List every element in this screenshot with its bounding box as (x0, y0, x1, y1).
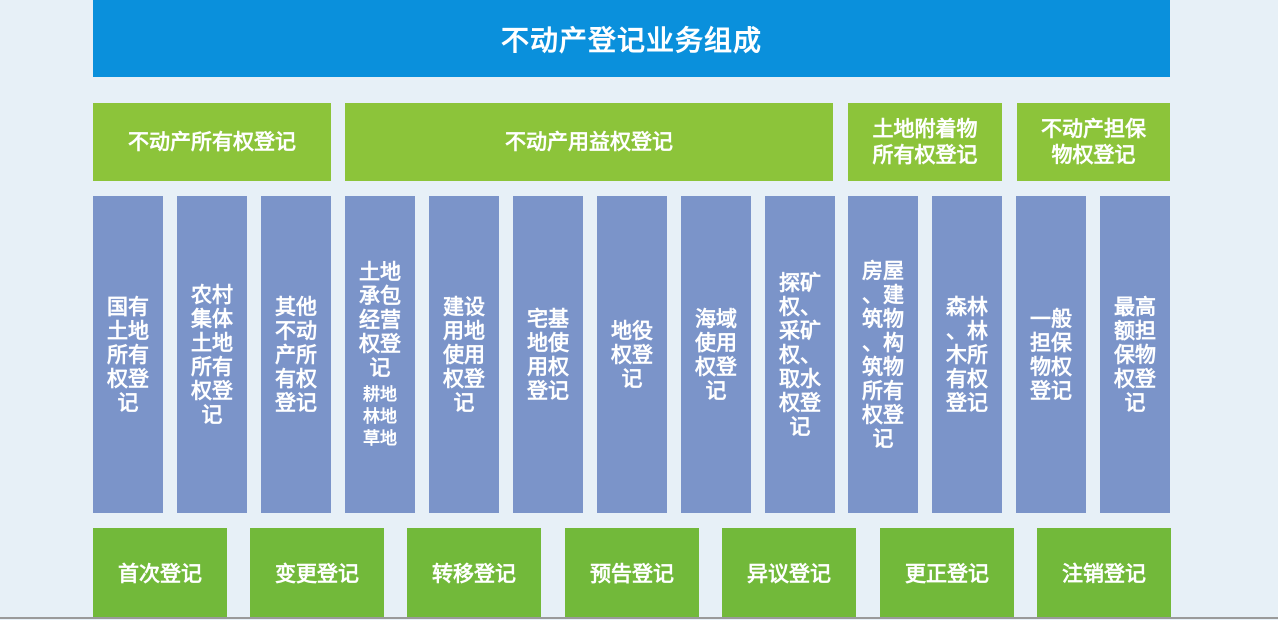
item-land-contract: 土地 承包 经营 权登 记 耕地 林地 草地 (345, 196, 415, 513)
item-forest-ownership: 森林 、林 木所 有权 登记 (932, 196, 1002, 513)
item-label: 海域 使用 权登 记 (695, 306, 737, 403)
category-attachment-ownership: 土地附着物 所有权登记 (848, 103, 1002, 181)
item-label: 森林 、林 木所 有权 登记 (946, 294, 988, 415)
item-label: 国有 土地 所有 权登 记 (107, 294, 149, 415)
item-sublabel: 耕地 林地 草地 (363, 384, 397, 449)
item-mining-water-rights: 探矿 权、 采矿 权、 取水 权登 记 (765, 196, 835, 513)
category-usufruct: 不动产用益权登记 (345, 103, 833, 181)
item-label: 地役 权登 记 (611, 318, 653, 391)
op-correction-registration: 更正登记 (880, 528, 1014, 618)
op-initial-registration: 首次登记 (93, 528, 227, 618)
item-label: 最高 额担 保物 权登 记 (1114, 294, 1156, 415)
item-state-land-ownership: 国有 土地 所有 权登 记 (93, 196, 163, 513)
item-building-ownership: 房屋 、建 筑物 、构 筑物 所有 权登 记 (848, 196, 918, 513)
op-cancellation-registration: 注销登记 (1037, 528, 1171, 618)
op-objection-registration: 异议登记 (722, 528, 856, 618)
diagram-title: 不动产登记业务组成 (93, 0, 1170, 77)
item-label: 房屋 、建 筑物 、构 筑物 所有 权登 记 (862, 258, 904, 451)
bottom-divider (0, 617, 1278, 619)
item-homestead-use: 宅基 地使 用权 登记 (513, 196, 583, 513)
item-label: 农村 集体 土地 所有 权登 记 (191, 282, 233, 427)
op-transfer-registration: 转移登记 (407, 528, 541, 618)
item-label: 探矿 权、 采矿 权、 取水 权登 记 (779, 270, 821, 439)
op-advance-notice-registration: 预告登记 (565, 528, 699, 618)
op-change-registration: 变更登记 (250, 528, 384, 618)
item-maximum-mortgage: 最高 额担 保物 权登 记 (1100, 196, 1170, 513)
item-label: 其他 不动 产所 有权 登记 (275, 294, 317, 415)
item-label: 宅基 地使 用权 登记 (527, 306, 569, 403)
category-ownership: 不动产所有权登记 (93, 103, 331, 181)
item-other-ownership: 其他 不动 产所 有权 登记 (261, 196, 331, 513)
item-collective-land-ownership: 农村 集体 土地 所有 权登 记 (177, 196, 247, 513)
item-construction-land-use: 建设 用地 使用 权登 记 (429, 196, 499, 513)
item-sea-area-use: 海域 使用 权登 记 (681, 196, 751, 513)
category-security-interest: 不动产担保 物权登记 (1017, 103, 1170, 181)
item-general-mortgage: 一般 担保 物权 登记 (1016, 196, 1086, 513)
item-label: 建设 用地 使用 权登 记 (443, 294, 485, 415)
item-easement: 地役 权登 记 (597, 196, 667, 513)
item-label: 一般 担保 物权 登记 (1030, 306, 1072, 403)
item-label: 土地 承包 经营 权登 记 (359, 259, 401, 380)
